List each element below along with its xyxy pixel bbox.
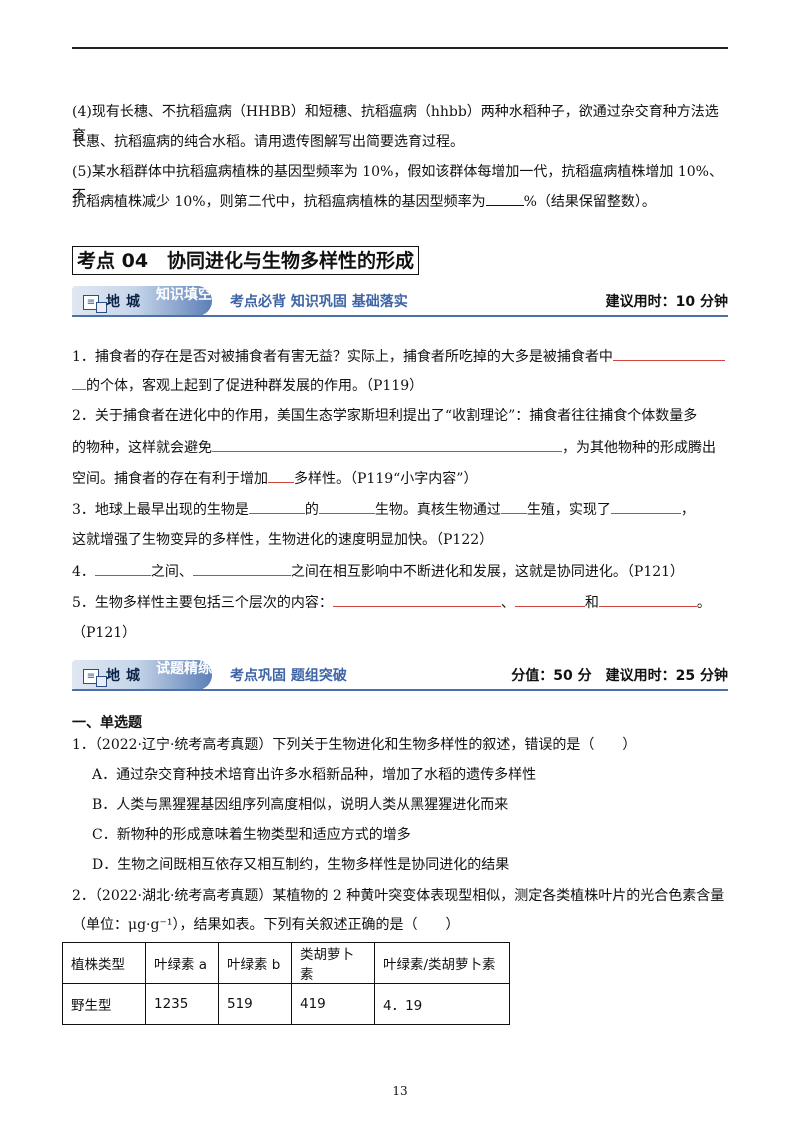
question-stem: 2．（2022·湖北·统考高考真题）某植物的 2 种黄叶突变体表现型相似，测定各… — [72, 888, 725, 904]
section-heading: 考点 04 协同进化与生物多样性的形成 — [72, 246, 420, 275]
banner-subtitle: 考点巩固 题组突破 — [230, 668, 347, 684]
table-header: 叶绿素 b — [218, 942, 292, 984]
answer-blank[interactable] — [72, 373, 86, 390]
table-header: 叶绿素/类胡萝卜素 — [374, 942, 510, 984]
fill-text: 之间在相互影响中不断进化和发展，这就是协同进化。（P121） — [290, 564, 685, 580]
mc-question-1: 1．（2022·辽宁·统考高考真题）下列关于生物进化和生物多样性的叙述，错误的是… — [72, 733, 732, 757]
answer-blank[interactable] — [318, 497, 375, 514]
answer-blank[interactable] — [94, 559, 151, 576]
header-rule — [72, 47, 728, 49]
fill-text: ， — [680, 502, 695, 518]
mc-question-2-cont: （单位：μg·g⁻¹），结果如表。下列有关叙述正确的是（ ） — [72, 913, 732, 937]
question-5-line-1: (5)某水稻群体中抗稻瘟病植株的基因型频率为 10%，假如该群体每增加一代，抗稻… — [72, 164, 723, 204]
fill-item-5: 5．生物多样性主要包括三个层次的内容： 、 和 。 — [72, 590, 732, 615]
fill-item-5-cont: （P121） — [72, 621, 732, 645]
banner-underline — [72, 689, 728, 691]
section-title: 一、单选题 — [72, 715, 142, 731]
fill-item-3-cont: 这就增强了生物变异的多样性，生物进化的速度明显加快。（P122） — [72, 528, 732, 552]
fill-text: 的物种，这样就会避免 — [72, 440, 212, 456]
banner-practice: ≡ 地城 试题精练 考点巩固 题组突破 分值：50 分 建议用时：25 分钟 — [72, 660, 728, 691]
table-row: 野生型 1235 519 419 4．19 — [62, 983, 510, 1025]
answer-blank[interactable] — [192, 559, 291, 576]
option-a[interactable]: A．通过杂交育种技术培育出许多水稻新品种，增加了水稻的遗传多样性 — [92, 767, 537, 783]
pigment-table: 植株类型 叶绿素 a 叶绿素 b 类胡萝卜素 叶绿素/类胡萝卜素 野生型 123… — [62, 942, 510, 1025]
banner-location: 地城 — [106, 294, 146, 310]
fill-text: 3．地球上最早出现的生物是 — [72, 502, 249, 518]
square-icon — [96, 302, 107, 313]
question-4-line-2: 长惠、抗稻瘟病的纯合水稻。请用遗传图解写出简要选育过程。 — [72, 134, 464, 150]
fill-text: 生物。真核生物通过 — [374, 502, 501, 518]
fill-text: 空间。捕食者的存在有利于增加 — [72, 471, 268, 487]
list-icon: ≡ — [83, 669, 99, 684]
table-header: 植株类型 — [62, 942, 146, 984]
fill-text: 1．捕食者的存在是否对被捕食者有害无益？实际上，捕食者所吃掉的大多是被捕食者中 — [72, 349, 613, 365]
score-and-time: 分值：50 分 建议用时：25 分钟 — [511, 668, 728, 684]
fill-item-1: 1．捕食者的存在是否对被捕食者有害无益？实际上，捕食者所吃掉的大多是被捕食者中 — [72, 344, 732, 369]
fill-item-1-cont: 的个体，客观上起到了促进种群发展的作用。（P119） — [72, 373, 732, 398]
answer-blank[interactable] — [598, 590, 697, 607]
answer-blank[interactable] — [332, 590, 501, 607]
table-cell: 4．19 — [374, 983, 510, 1025]
fill-text: 的个体，客观上起到了促进种群发展的作用。（P119） — [86, 378, 424, 394]
fill-text: 。 — [696, 595, 711, 611]
fill-item-3: 3．地球上最早出现的生物是 的 生物。真核生物通过 生殖，实现了 ， — [72, 497, 732, 522]
answer-blank[interactable] — [212, 435, 562, 452]
answer-blank[interactable] — [268, 466, 294, 483]
fill-text: 多样性。（P119“小字内容”） — [294, 471, 478, 487]
table-cell: 野生型 — [62, 983, 146, 1025]
banner-tag: 知识填空 — [156, 287, 212, 303]
banner-subtitle: 考点必背 知识巩固 基础落实 — [230, 294, 408, 310]
table-header: 类胡萝卜素 — [291, 942, 375, 984]
question-5-text: 抗稻病植株减少 10%，则第二代中，抗稻瘟病植株的基因型频率为 — [72, 194, 486, 210]
fill-item-4: 4． 之间、 之间在相互影响中不断进化和发展，这就是协同进化。（P121） — [72, 559, 732, 584]
fill-text: 的 — [304, 502, 319, 518]
banner-underline — [72, 315, 728, 317]
answer-blank[interactable] — [612, 344, 725, 361]
fill-text: 之间、 — [150, 564, 193, 580]
fill-text: 和 — [584, 595, 599, 611]
fill-text: （P121） — [72, 625, 137, 641]
table-header-row: 植株类型 叶绿素 a 叶绿素 b 类胡萝卜素 叶绿素/类胡萝卜素 — [62, 942, 510, 984]
fill-text: 5．生物多样性主要包括三个层次的内容： — [72, 595, 333, 611]
fill-text: 、 — [500, 595, 515, 611]
banner-location: 地城 — [106, 668, 146, 684]
page-number: 13 — [392, 1084, 408, 1098]
question-5-text-end: %（结果保留整数）。 — [523, 194, 656, 210]
question-stem: 1．（2022·辽宁·统考高考真题）下列关于生物进化和生物多样性的叙述，错误的是… — [72, 737, 637, 753]
fill-item-2-cont2: 空间。捕食者的存在有利于增加 多样性。（P119“小字内容”） — [72, 466, 732, 491]
answer-blank[interactable] — [485, 189, 524, 206]
square-icon — [96, 676, 107, 687]
answer-blank[interactable] — [514, 590, 585, 607]
option-b[interactable]: B．人类与黑猩猩基因组序列高度相似，说明人类从黑猩猩进化而来 — [92, 797, 509, 813]
question-5: (5)某水稻群体中抗稻瘟病植株的基因型频率为 10%，假如该群体每增加一代，抗稻… — [72, 160, 732, 208]
question-4: (4)现有长穗、不抗稻瘟病（HHBB）和短穗、抗稻瘟病（hhbb）两种水稻种子，… — [72, 100, 732, 148]
banner-tag: 试题精练 — [156, 661, 212, 677]
fill-text: 这就增强了生物变异的多样性，生物进化的速度明显加快。（P122） — [72, 532, 494, 548]
question-4-line-1: (4)现有长穗、不抗稻瘟病（HHBB）和短穗、抗稻瘟病（hhbb）两种水稻种子，… — [72, 104, 719, 144]
option-c[interactable]: C．新物种的形成意味着生物类型和适应方式的增多 — [92, 827, 411, 843]
table-header: 叶绿素 a — [145, 942, 219, 984]
suggested-time: 建议用时：10 分钟 — [605, 294, 728, 310]
mc-question-2: 2．（2022·湖北·统考高考真题）某植物的 2 种黄叶突变体表现型相似，测定各… — [72, 884, 732, 908]
answer-blank[interactable] — [500, 497, 527, 514]
fill-text: 2．关于捕食者在进化中的作用，美国生态学家斯坦利提出了“收割理论”：捕食者往往捕… — [72, 408, 698, 424]
banner-knowledge-fill: ≡ 地城 知识填空 考点必背 知识巩固 基础落实 建议用时：10 分钟 — [72, 286, 728, 317]
table-cell: 419 — [291, 983, 375, 1025]
question-stem: （单位：μg·g⁻¹），结果如表。下列有关叙述正确的是（ ） — [72, 917, 460, 933]
question-4-cont: 长惠、抗稻瘟病的纯合水稻。请用遗传图解写出简要选育过程。 — [72, 130, 732, 154]
fill-item-2-cont: 的物种，这样就会避免 ，为其他物种的形成腾出 — [72, 435, 732, 460]
answer-blank[interactable] — [248, 497, 305, 514]
table-cell: 519 — [218, 983, 292, 1025]
question-5-cont: 抗稻病植株减少 10%，则第二代中，抗稻瘟病植株的基因型频率为 %（结果保留整数）… — [72, 189, 732, 214]
fill-text: ，为其他物种的形成腾出 — [562, 440, 716, 456]
option-d[interactable]: D．生物之间既相互依存又相互制约，生物多样性是协同进化的结果 — [92, 857, 510, 873]
fill-item-2: 2．关于捕食者在进化中的作用，美国生态学家斯坦利提出了“收割理论”：捕食者往往捕… — [72, 404, 732, 428]
answer-blank[interactable] — [610, 497, 681, 514]
fill-text: 生殖，实现了 — [526, 502, 611, 518]
table-cell: 1235 — [145, 983, 219, 1025]
fill-text: 4． — [72, 564, 95, 580]
